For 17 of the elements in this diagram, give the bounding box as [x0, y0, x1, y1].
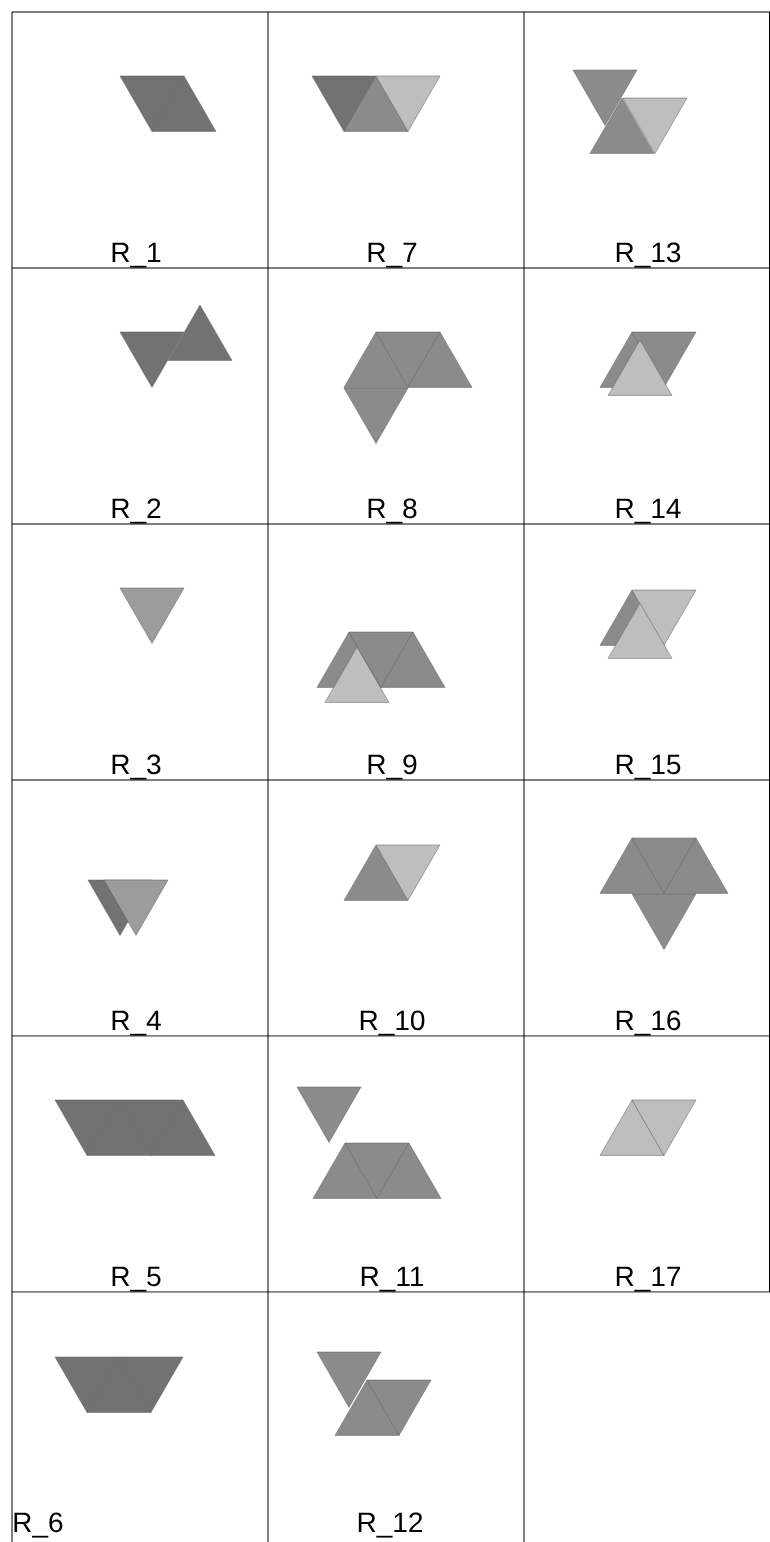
cell-label: R_17 — [616, 1266, 681, 1292]
cell-label: R_9 — [368, 754, 417, 780]
cell-label: R_8 — [368, 498, 417, 524]
cell-label: R_11 — [361, 1266, 424, 1292]
cell-label: R_16 — [616, 1010, 681, 1036]
cell-label: R_7 — [368, 242, 417, 268]
cell-label: R_1 — [112, 242, 161, 268]
cell-label: R_2 — [112, 498, 161, 524]
cell-label: R_10 — [360, 1010, 425, 1036]
cell-label: R_14 — [616, 498, 681, 524]
cell-label: R_6 — [14, 1512, 63, 1538]
cell-label: R_3 — [112, 754, 161, 780]
cell-label: R_4 — [112, 1010, 161, 1036]
cell-label: R_12 — [358, 1512, 423, 1538]
cell-label: R_5 — [112, 1266, 161, 1292]
cell-label: R_13 — [616, 242, 681, 268]
cell-label: R_15 — [616, 754, 681, 780]
